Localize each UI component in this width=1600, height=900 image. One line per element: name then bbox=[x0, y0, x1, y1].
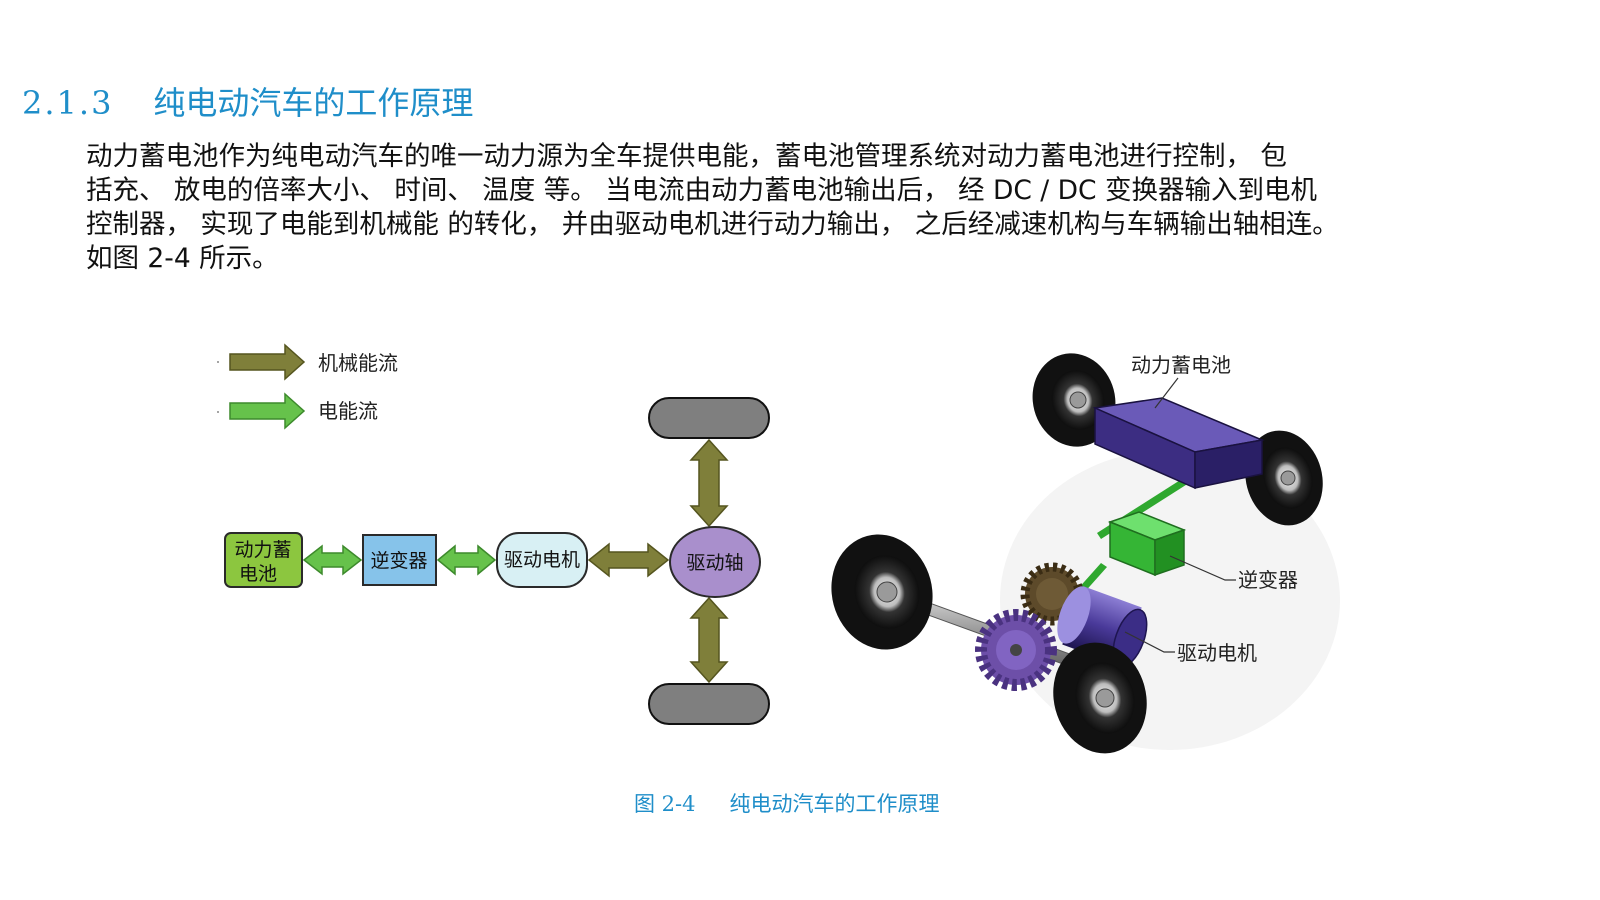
legend: 机械能流 电能流 bbox=[217, 343, 398, 430]
paragraph-line: 控制器， 实现了电能到机械能 的转化， 并由驱动电机进行动力输出， 之后经减速机… bbox=[86, 209, 1339, 240]
top-wheel-block bbox=[648, 397, 770, 439]
legend-mechanical-label: 机械能流 bbox=[318, 351, 398, 375]
section-number: 2.1.3 bbox=[22, 84, 114, 122]
legend-dot bbox=[217, 361, 219, 363]
figure-caption: 图 2-4 纯电动汽车的工作原理 bbox=[634, 788, 940, 818]
inverter-pack-side bbox=[1154, 528, 1185, 577]
figure-number: 图 2-4 bbox=[634, 792, 696, 816]
figure-caption-title: 纯电动汽车的工作原理 bbox=[729, 792, 940, 816]
rear-right-wheel bbox=[1245, 430, 1323, 526]
flow-diagram: 动力蓄 电池 逆变器 驱动电机 驱动轴 bbox=[224, 397, 770, 725]
section-title: 纯电动汽车的工作原理 bbox=[153, 84, 474, 122]
motor-callout-label: 驱动电机 bbox=[1177, 641, 1257, 665]
inverter-callout-label: 逆变器 bbox=[1238, 568, 1298, 592]
battery-label-line2: 电池 bbox=[239, 563, 277, 585]
motor-label: 驱动电机 bbox=[504, 549, 580, 571]
battery-label-line1: 动力蓄 bbox=[234, 539, 291, 561]
battery-block bbox=[224, 532, 303, 588]
shaft-to-bottom-wheel-arrow-icon bbox=[689, 596, 729, 684]
paragraph-line: 括充、 放电的倍率大小、 时间、 温度 等。 当电流由动力蓄电池输出后， 经 D… bbox=[86, 175, 1317, 206]
paragraph-line: 如图 2-4 所示。 bbox=[86, 243, 279, 274]
motor-shaft-arrow-icon bbox=[587, 542, 670, 578]
inverter-leader-line bbox=[1169, 555, 1236, 581]
inverter-block bbox=[362, 534, 437, 586]
battery-callout-label: 动力蓄电池 bbox=[1131, 353, 1231, 377]
motor-leader-line bbox=[1124, 631, 1175, 653]
drive-shaft-ellipse bbox=[669, 526, 761, 598]
front-right-wheel bbox=[1053, 642, 1147, 754]
battery-inverter-arrow-icon bbox=[302, 544, 363, 576]
motor-block bbox=[496, 532, 588, 588]
bottom-wheel-block bbox=[648, 683, 770, 725]
legend-dot bbox=[217, 411, 219, 413]
body-paragraph: 动力蓄电池作为纯电动汽车的唯一动力源为全车提供电能，蓄电池管理系统对动力蓄电池进… bbox=[86, 140, 1556, 276]
battery-leader-line bbox=[1154, 377, 1179, 409]
front-left-wheel bbox=[831, 534, 933, 650]
chassis-illustration: 动力蓄电池 逆变器 驱动电机 bbox=[831, 353, 1340, 754]
shaft-to-top-wheel-arrow-icon bbox=[689, 438, 729, 528]
front-gear-icon bbox=[975, 609, 1057, 691]
inverter-motor-arrow-icon bbox=[436, 544, 497, 576]
mechanical-flow-arrow-icon bbox=[229, 343, 306, 381]
battery-pack-side bbox=[1194, 439, 1263, 489]
legend-electrical-label: 电能流 bbox=[318, 399, 378, 423]
section-heading: 2.1.3 纯电动汽车的工作原理 bbox=[22, 78, 473, 124]
electrical-flow-arrow-icon bbox=[229, 392, 306, 430]
paragraph-line: 动力蓄电池作为纯电动汽车的唯一动力源为全车提供电能，蓄电池管理系统对动力蓄电池进… bbox=[86, 141, 1287, 172]
drive-shaft-label: 驱动轴 bbox=[686, 552, 743, 574]
inverter-label: 逆变器 bbox=[370, 550, 427, 572]
